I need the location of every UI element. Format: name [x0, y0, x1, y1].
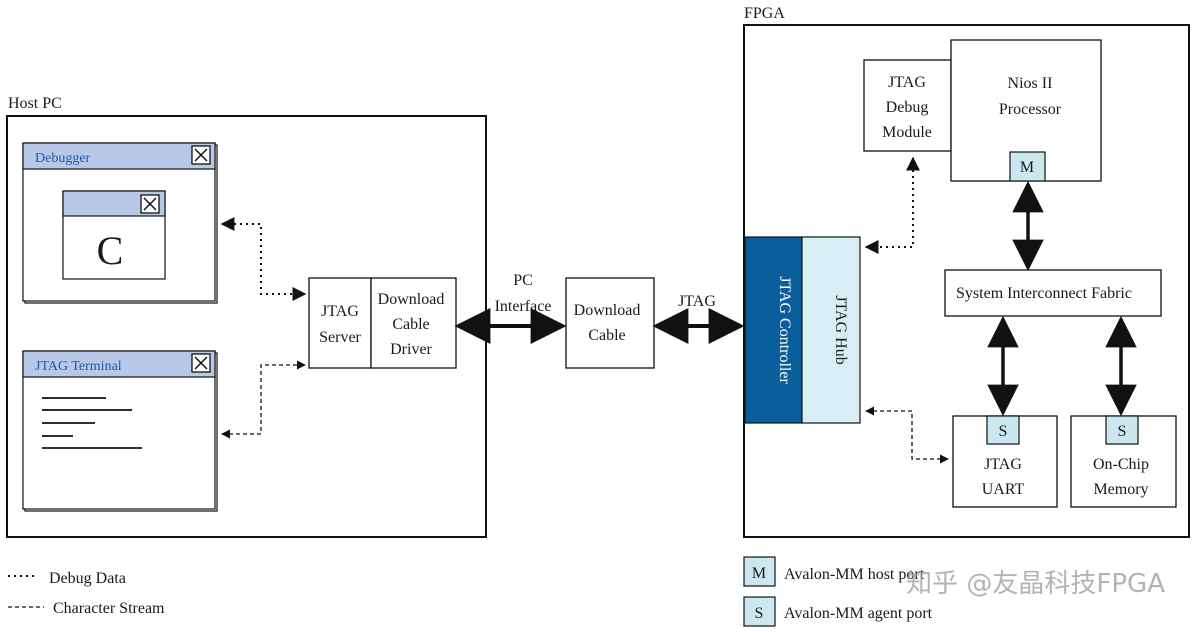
character-stream-link-host: [221, 360, 306, 439]
svg-text:Processor: Processor: [999, 101, 1062, 118]
svg-text:Memory: Memory: [1093, 481, 1148, 498]
nios-processor-box: Nios II Processor M: [950, 39, 1102, 182]
download-cable-driver-box: Download Cable Driver: [370, 277, 457, 369]
svg-text:S: S: [999, 423, 1008, 440]
jtag-debug-module-box: JTAG Debug Module: [863, 59, 952, 152]
terminal-text-lines: [42, 397, 142, 449]
svg-text:Debug Data: Debug Data: [49, 570, 126, 587]
jtag-controller-box: JTAG Controller: [744, 236, 803, 424]
jtag-terminal-titlebar: [22, 350, 216, 378]
legend-character-stream: Character Stream: [8, 600, 165, 617]
svg-text:Avalon-MM agent port: Avalon-MM agent port: [784, 605, 933, 622]
system-interconnect-fabric-box: System Interconnect Fabric: [944, 269, 1162, 317]
jtag-terminal-title: JTAG Terminal: [35, 359, 122, 374]
download-cable-box: Download Cable: [565, 277, 655, 369]
legend-agent-port: S Avalon-MM agent port: [743, 596, 933, 627]
svg-text:JTAG Hub: JTAG Hub: [832, 295, 849, 364]
svg-text:Download: Download: [574, 302, 641, 319]
jtag-server-box: JTAG Server: [308, 277, 372, 369]
legend-host-port: M Avalon-MM host port: [743, 556, 925, 587]
host-pc-label: Host PC: [8, 95, 62, 112]
svg-text:M: M: [1020, 159, 1034, 176]
legend-debug-data: Debug Data: [8, 570, 126, 587]
svg-text:Cable: Cable: [392, 316, 429, 333]
svg-text:JTAG: JTAG: [321, 303, 359, 320]
svg-text:S: S: [1118, 423, 1127, 440]
debug-data-link-host: [220, 217, 307, 301]
uart-agent-port: [986, 415, 1020, 445]
jtag-hub-box: JTAG Hub: [801, 236, 861, 424]
memory-agent-port: [1105, 415, 1139, 445]
jtag-uart-box: S JTAG UART: [952, 415, 1058, 508]
jtag-link-label: JTAG: [678, 293, 716, 310]
fpga-box: [743, 24, 1190, 538]
pc-interface-label-2: Interface: [495, 298, 552, 315]
svg-text:M: M: [752, 565, 766, 582]
nios-host-port: [1009, 151, 1046, 182]
svg-text:Avalon-MM host port: Avalon-MM host port: [784, 566, 925, 583]
svg-text:UART: UART: [982, 481, 1025, 498]
close-icon[interactable]: [191, 353, 211, 373]
close-icon[interactable]: [191, 145, 211, 165]
svg-text:Character Stream: Character Stream: [53, 600, 165, 617]
jtag-terminal-window[interactable]: JTAG Terminal: [22, 350, 218, 512]
svg-text:JTAG: JTAG: [888, 74, 926, 91]
svg-text:Module: Module: [882, 124, 932, 141]
svg-text:JTAG Controller: JTAG Controller: [776, 276, 793, 384]
svg-text:Driver: Driver: [390, 341, 432, 358]
debugger-title: Debugger: [35, 151, 91, 166]
svg-text:Server: Server: [319, 329, 361, 346]
svg-text:JTAG: JTAG: [984, 456, 1022, 473]
debugger-window[interactable]: Debugger C: [22, 142, 218, 304]
debug-data-link-fpga: [864, 156, 920, 254]
svg-text:Debug: Debug: [886, 99, 929, 116]
svg-text:Nios II: Nios II: [1008, 75, 1053, 92]
fpga-label: FPGA: [744, 5, 785, 22]
close-icon[interactable]: [140, 194, 160, 214]
onchip-memory-box: S On-Chip Memory: [1070, 415, 1177, 508]
svg-text:On-Chip: On-Chip: [1093, 456, 1149, 473]
svg-text:Download: Download: [378, 291, 445, 308]
svg-text:System Interconnect Fabric: System Interconnect Fabric: [956, 285, 1132, 302]
debugger-titlebar: [22, 142, 216, 170]
debugger-inner-window: C: [62, 190, 166, 280]
svg-text:Cable: Cable: [588, 327, 625, 344]
pc-interface-label-1: PC: [513, 272, 533, 289]
debugger-inner-content: C: [97, 228, 124, 273]
watermark: 知乎 @友晶科技FPGA: [906, 569, 1165, 599]
character-stream-link-fpga: [865, 406, 949, 464]
svg-text:S: S: [755, 605, 764, 622]
